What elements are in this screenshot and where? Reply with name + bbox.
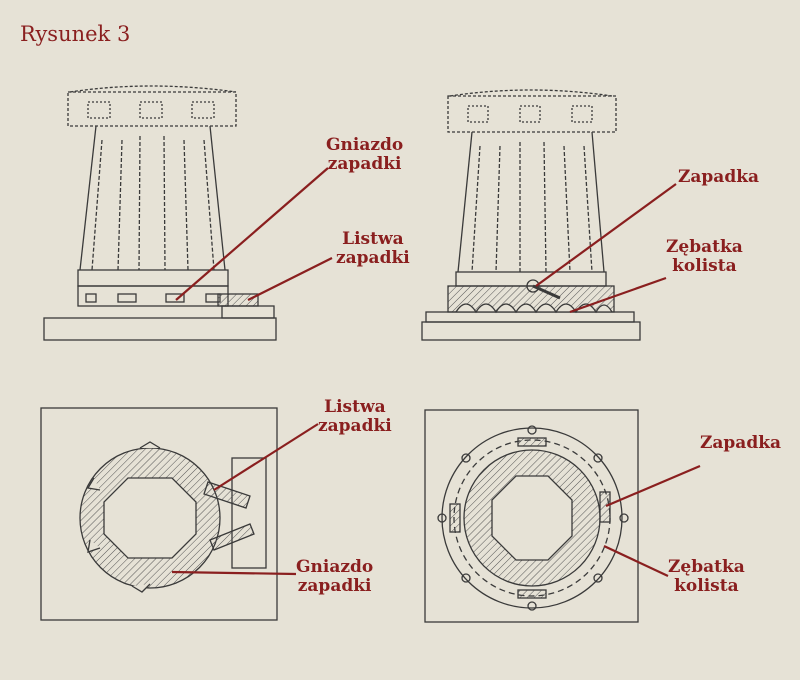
plan-left: [40, 407, 278, 621]
label-zapadka-top: Zapadka: [678, 167, 760, 187]
label-gniazdo-zapadki-top: Gniazdo zapadki: [326, 135, 404, 174]
label-zebatka-kolista-top: Zębatka kolista: [666, 237, 743, 276]
label-gniazdo-zapadki-bottom: Gniazdo zapadki: [296, 557, 374, 596]
figure-title: Rysunek 3: [20, 22, 131, 46]
label-zebatka-kolista-bottom: Zębatka kolista: [668, 557, 745, 596]
label-listwa-zapadki-top: Listwa zapadki: [336, 229, 410, 268]
elevation-left: [43, 85, 277, 341]
label-listwa-zapadki-bottom: Listwa zapadki: [318, 397, 392, 436]
leader-lines: [171, 167, 701, 577]
plan-right: [424, 409, 639, 623]
elevation-right: [421, 89, 641, 341]
label-zapadka-bottom: Zapadka: [700, 433, 782, 453]
